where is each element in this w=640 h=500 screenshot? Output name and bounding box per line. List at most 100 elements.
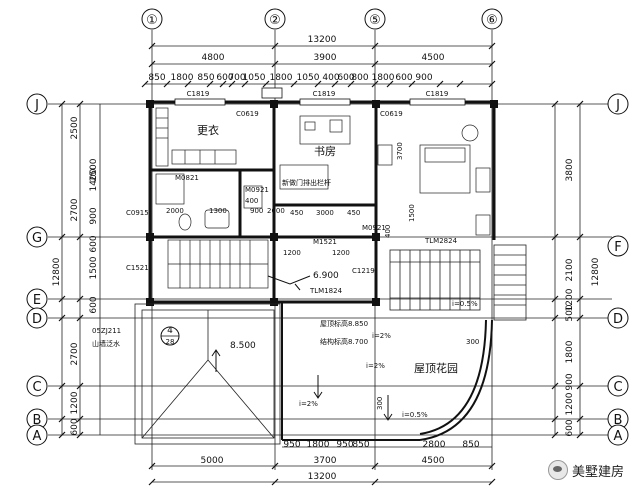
axis-left-g: G xyxy=(32,231,42,246)
level-8500: 8.500 xyxy=(230,341,256,351)
label-c1819-a: C1819 xyxy=(187,90,210,98)
axis-right-f: F xyxy=(614,240,621,255)
axis-right-d: D xyxy=(613,312,623,327)
dim-left-inner: 600 xyxy=(89,296,99,313)
dim-top-mid-1: 4800 xyxy=(202,53,225,63)
wechat-icon xyxy=(547,460,568,480)
dim-left-inner: 600 xyxy=(89,235,99,252)
axis-left-b: B xyxy=(33,413,42,428)
dim-tick xyxy=(58,314,66,322)
label-c0915: C0915 xyxy=(126,209,149,217)
dim-right-inner: 600 xyxy=(565,419,575,436)
dim-1500: 1500 xyxy=(408,204,416,222)
dim-left-total: 12800 xyxy=(52,257,62,286)
dim-tick xyxy=(371,80,379,88)
dim-top-row: 1050 xyxy=(297,73,320,83)
slope-2-b: i=2% xyxy=(366,362,385,370)
dim-tick xyxy=(76,431,84,439)
dim-tick xyxy=(456,80,464,88)
dim-tick xyxy=(576,233,584,241)
dim-400b: 400 xyxy=(384,225,392,238)
dim-tick xyxy=(271,60,279,68)
dim-1300: 1300 xyxy=(209,207,227,215)
axis-right-c: C xyxy=(613,380,622,395)
elev-roof-850: 屋顶标高8.850 xyxy=(320,319,368,328)
dim-300: 300 xyxy=(466,338,479,346)
dim-top-row: 800 xyxy=(351,73,368,83)
label-stair-note: 新做门排出栏杆 xyxy=(282,178,331,187)
dim-tick xyxy=(76,100,84,108)
dim-450: 450 xyxy=(290,209,303,217)
dim-bottom-row: 950 xyxy=(336,440,353,450)
dim-3700: 3700 xyxy=(396,142,404,160)
dim-tick xyxy=(271,42,279,50)
dim-tick xyxy=(488,462,496,470)
dim-bottom-mid-3: 4500 xyxy=(422,456,445,466)
dim-tick xyxy=(262,80,270,88)
axis-right-a: A xyxy=(614,429,623,444)
dim-left-inner: 1500 xyxy=(89,256,99,279)
label-c1521: C1521 xyxy=(126,264,149,272)
label-c0619-b: C0619 xyxy=(380,110,403,118)
dim-tick xyxy=(488,80,496,88)
detail-number: 4 xyxy=(167,326,173,336)
dim-tick xyxy=(576,431,584,439)
dim-bottom-row: 950 xyxy=(283,440,300,450)
dim-left-inner: 600 xyxy=(70,418,80,435)
dim-tick xyxy=(371,42,379,50)
dim-tick xyxy=(408,80,416,88)
axis-top-6: ⑥ xyxy=(486,13,498,28)
dim-top-row: 600 xyxy=(337,73,354,83)
dim-tick xyxy=(141,80,149,88)
level-6900: 6.900 xyxy=(313,271,339,281)
dim-450b: 450 xyxy=(347,209,360,217)
dim-tick xyxy=(347,80,355,88)
dim-right-inner: 1800 xyxy=(565,340,575,363)
dim-tick xyxy=(58,382,66,390)
dim-right-inner: 2100 xyxy=(565,258,575,281)
dim-top-total: 13200 xyxy=(308,35,337,45)
dim-top-mid-2: 3900 xyxy=(314,53,337,63)
dim-tick xyxy=(76,233,84,241)
gutter-name: 山墙泛水 xyxy=(92,339,120,348)
dim-tick xyxy=(488,478,496,486)
dim-400: 400 xyxy=(245,197,258,205)
dim-tick xyxy=(436,80,444,88)
dim-2000: 2000 xyxy=(166,207,184,215)
dim-tick xyxy=(148,42,156,50)
dim-tick xyxy=(184,80,192,88)
dim-bottom-mid-2: 3700 xyxy=(314,456,337,466)
dim-top-row: 850 xyxy=(148,73,165,83)
dim-tick xyxy=(219,80,227,88)
label-tlm2824: TLM2824 xyxy=(424,237,458,245)
dim-tick xyxy=(271,462,279,470)
dim-tick xyxy=(148,462,156,470)
dim-1200: 1200 xyxy=(283,249,301,257)
dim-tick xyxy=(148,60,156,68)
label-c1219: C1219 xyxy=(352,267,375,275)
dim-tick xyxy=(76,382,84,390)
dim-tick xyxy=(58,295,66,303)
label-m1521: M1521 xyxy=(313,238,337,246)
dim-tick xyxy=(76,314,84,322)
dim-tick xyxy=(488,42,496,50)
slope-2-a: i=2% xyxy=(372,332,391,340)
dim-tick xyxy=(371,462,379,470)
dim-top-row: 850 xyxy=(197,73,214,83)
label-m0921: M0921 xyxy=(245,186,269,194)
axis-right-b: B xyxy=(614,413,623,428)
dim-tick xyxy=(488,60,496,68)
dim-bottom-total: 13200 xyxy=(308,472,337,482)
slope-05-a: i=0.5% xyxy=(452,300,478,308)
slope-2-c: i=2% xyxy=(299,400,318,408)
label-c1819-b: C1819 xyxy=(313,90,336,98)
dim-tick xyxy=(58,415,66,423)
dim-tick xyxy=(551,100,559,108)
axis-left-j: J xyxy=(34,98,39,113)
detail-reference: 28 xyxy=(166,338,175,346)
axis-left-c: C xyxy=(32,380,41,395)
dim-tick xyxy=(551,415,559,423)
dim-tick xyxy=(228,80,236,88)
dim-top-row: 900 xyxy=(415,73,432,83)
